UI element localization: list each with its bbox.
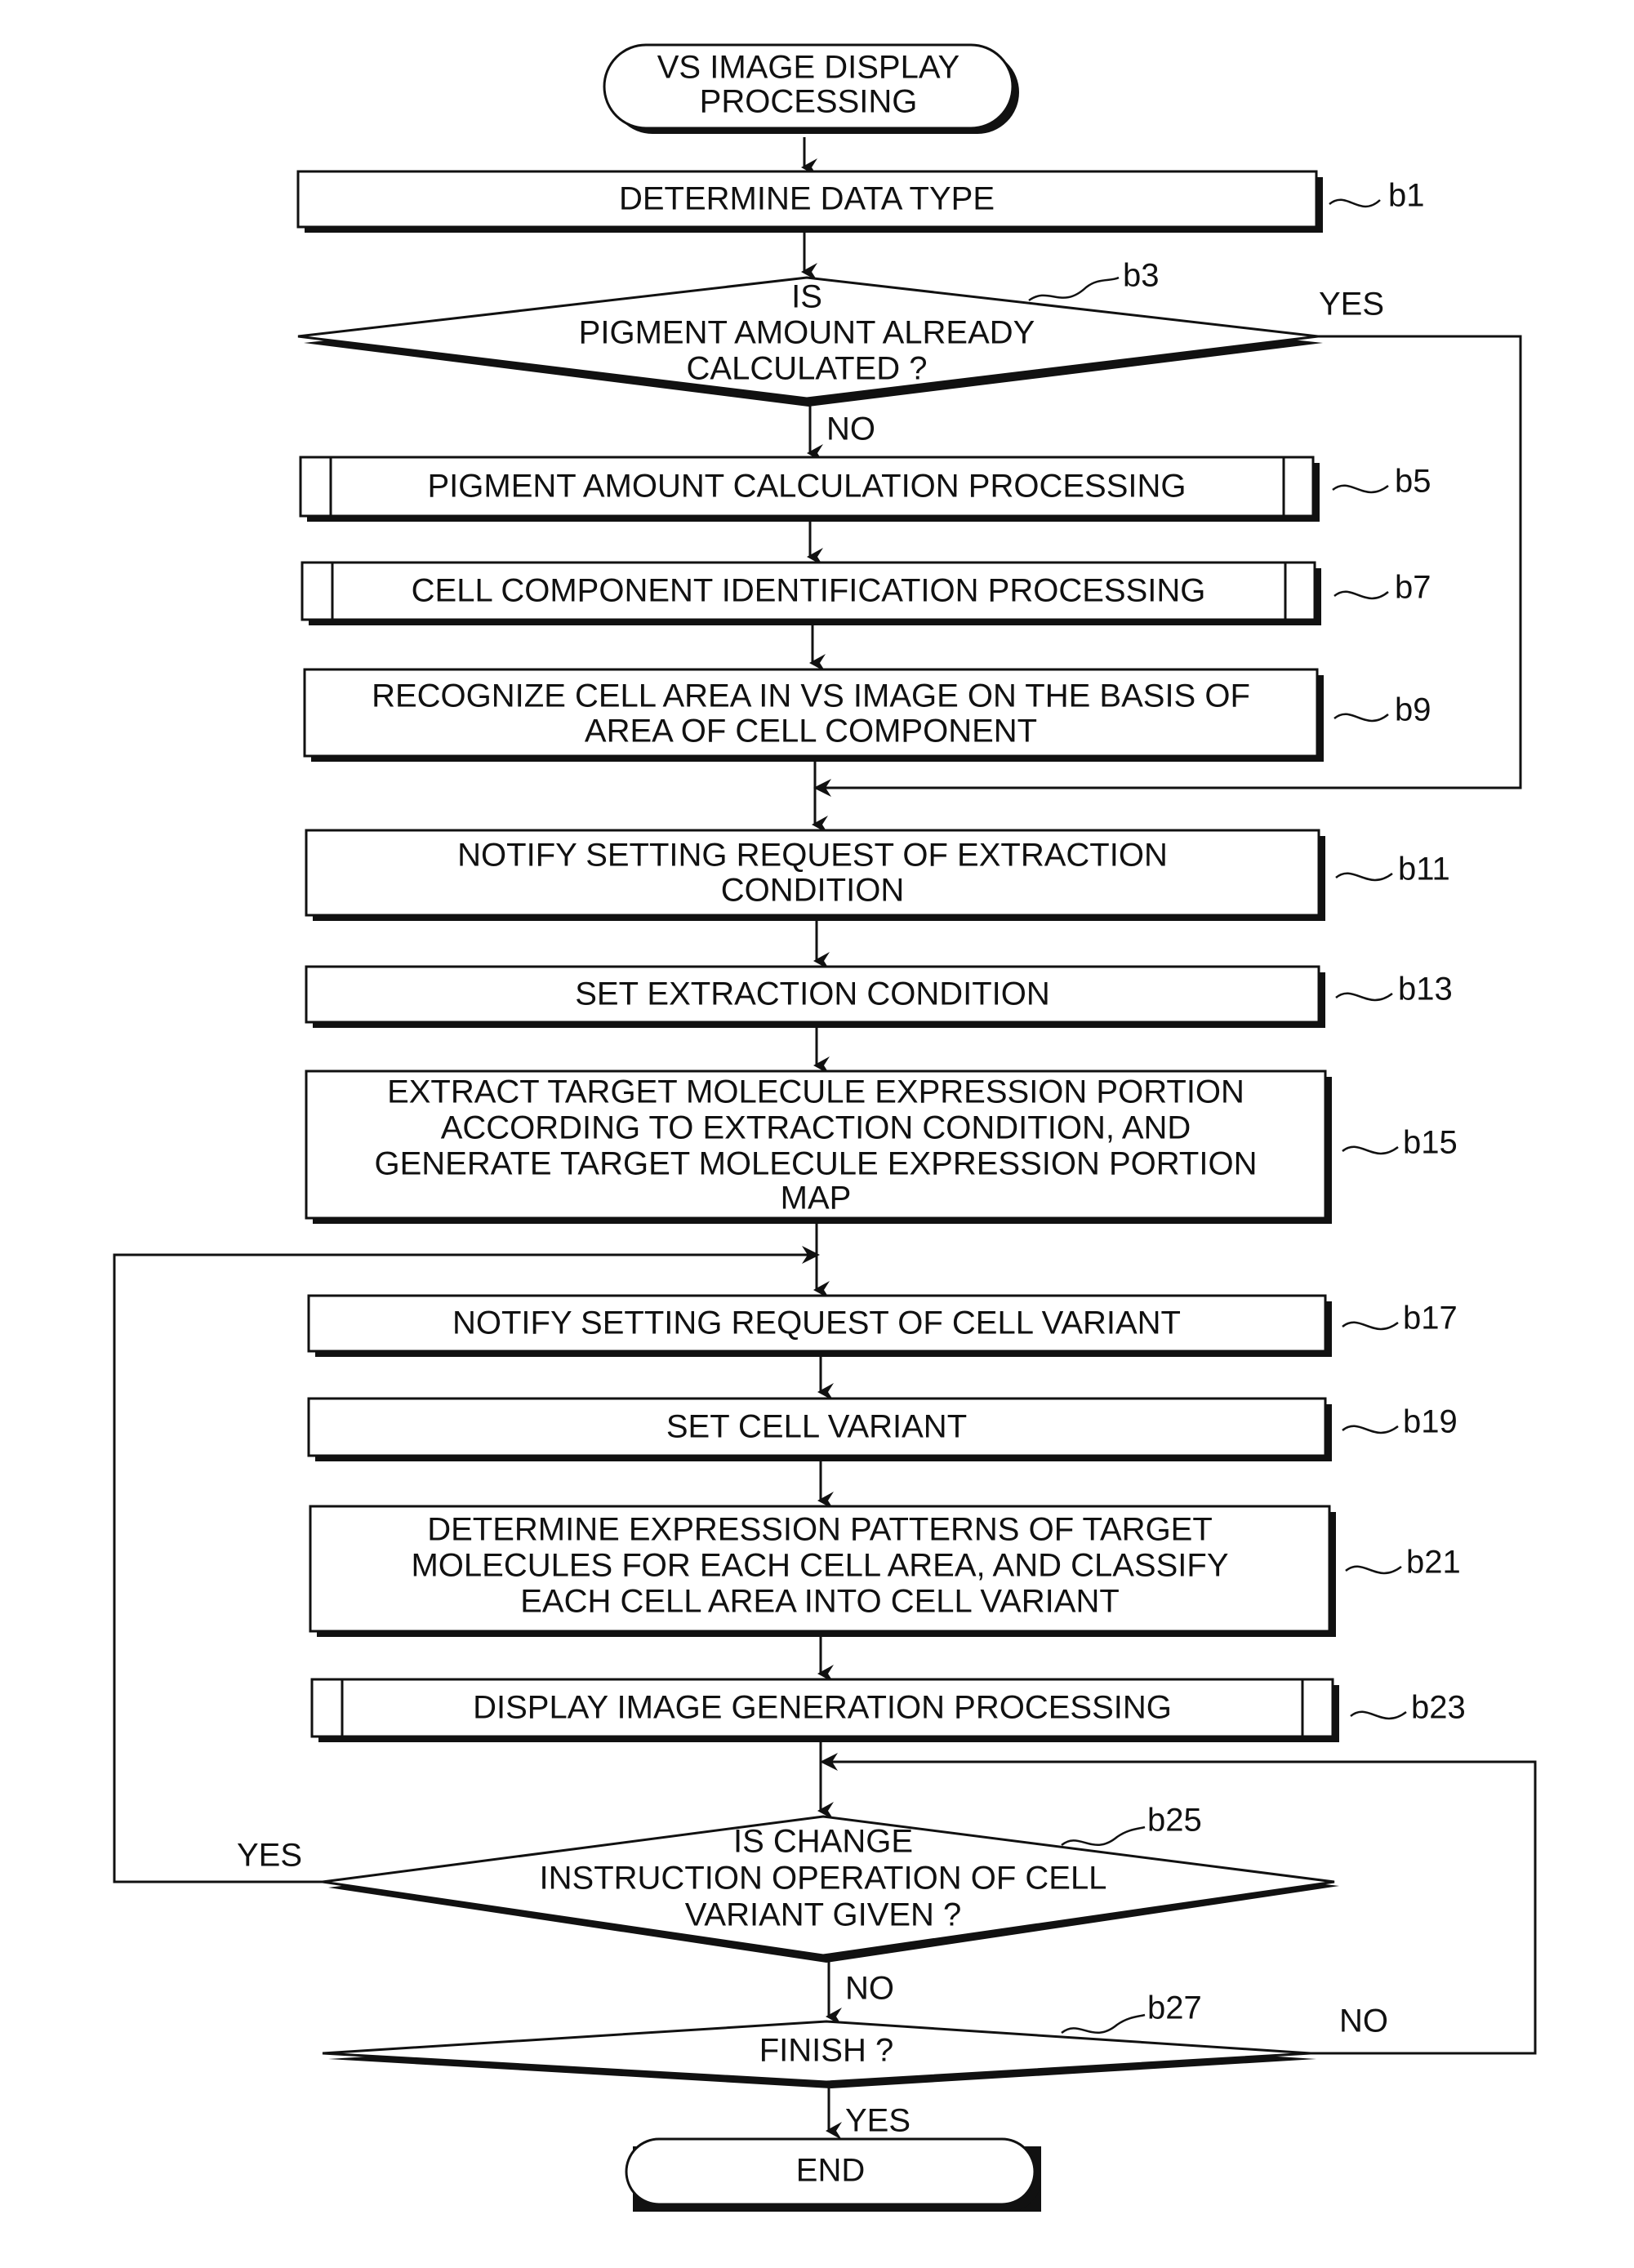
b9-ref: b9: [1395, 692, 1431, 728]
b13-line-1: SET EXTRACTION CONDITION: [575, 976, 1050, 1012]
b27-leader: [1062, 2015, 1145, 2033]
b11-line-2: CONDITION: [721, 873, 904, 909]
b15-line-2: ACCORDING TO EXTRACTION CONDITION, AND: [441, 1110, 1191, 1146]
b25-line-1: IS CHANGE: [733, 1824, 913, 1860]
b5-line-1: PIGMENT AMOUNT CALCULATION PROCESSING: [427, 469, 1186, 505]
b15-ref: b15: [1403, 1125, 1458, 1161]
b3-no-label: NO: [826, 411, 875, 447]
process-b9: RECOGNIZE CELL AREA IN VS IMAGE ON THE B…: [305, 669, 1431, 762]
process-b5: PIGMENT AMOUNT CALCULATION PROCESSING b5: [301, 457, 1431, 522]
b15-line-3: GENERATE TARGET MOLECULE EXPRESSION PORT…: [375, 1146, 1258, 1182]
start-terminal: VS IMAGE DISPLAY PROCESSING: [604, 45, 1019, 134]
process-b21: DETERMINE EXPRESSION PATTERNS OF TARGET …: [310, 1506, 1461, 1637]
b25-line-2: INSTRUCTION OPERATION OF CELL: [540, 1861, 1107, 1897]
b3-line-3: CALCULATED ?: [687, 351, 928, 387]
b25-no-label: NO: [845, 1971, 894, 2007]
start-line-2: PROCESSING: [700, 84, 918, 120]
b19-leader: [1342, 1426, 1398, 1433]
b25-yes-label: YES: [237, 1838, 302, 1874]
decision-b25: IS CHANGE INSTRUCTION OPERATION OF CELL …: [237, 1803, 1339, 2007]
b17-ref: b17: [1403, 1301, 1458, 1336]
b9-line-1: RECOGNIZE CELL AREA IN VS IMAGE ON THE B…: [372, 678, 1250, 714]
b13-ref: b13: [1398, 972, 1453, 1007]
b7-line-1: CELL COMPONENT IDENTIFICATION PROCESSING: [412, 573, 1206, 609]
start-line-1: VS IMAGE DISPLAY: [657, 50, 960, 86]
b27-ref: b27: [1147, 1990, 1202, 2026]
process-b23: DISPLAY IMAGE GENERATION PROCESSING b23: [312, 1679, 1466, 1742]
b1-line-1: DETERMINE DATA TYPE: [619, 181, 995, 217]
process-b13: SET EXTRACTION CONDITION b13: [306, 967, 1453, 1028]
b19-ref: b19: [1403, 1404, 1458, 1440]
b5-leader: [1333, 486, 1388, 492]
b13-leader: [1336, 994, 1392, 1000]
b21-leader: [1346, 1567, 1401, 1573]
b3-yes-label: YES: [1319, 287, 1384, 322]
b21-line-2: MOLECULES FOR EACH CELL AREA, AND CLASSI…: [411, 1548, 1228, 1584]
b5-ref: b5: [1395, 464, 1431, 500]
b25-line-3: VARIANT GIVEN ?: [685, 1897, 962, 1933]
process-b1: DETERMINE DATA TYPE b1: [298, 171, 1425, 233]
b25-leader: [1062, 1827, 1145, 1845]
process-b19: SET CELL VARIANT b19: [309, 1399, 1458, 1461]
b11-leader: [1336, 874, 1392, 880]
end-terminal: END: [626, 2139, 1041, 2212]
b23-line-1: DISPLAY IMAGE GENERATION PROCESSING: [473, 1690, 1172, 1726]
b15-leader: [1342, 1147, 1398, 1154]
b17-leader: [1342, 1323, 1398, 1329]
b25-ref: b25: [1147, 1803, 1202, 1839]
b21-line-3: EACH CELL AREA INTO CELL VARIANT: [520, 1584, 1120, 1620]
decision-b3: IS PIGMENT AMOUNT ALREADY CALCULATED ? b…: [298, 258, 1384, 447]
b7-leader: [1334, 592, 1388, 598]
b11-line-1: NOTIFY SETTING REQUEST OF EXTRACTION: [457, 838, 1168, 874]
b7-ref: b7: [1395, 570, 1431, 606]
b27-line-1: FINISH ?: [759, 2033, 893, 2069]
b3-leader: [1029, 278, 1119, 300]
b23-ref: b23: [1411, 1690, 1466, 1726]
b27-yes-label: YES: [845, 2103, 910, 2139]
b15-line-4: MAP: [781, 1181, 852, 1216]
process-b7: CELL COMPONENT IDENTIFICATION PROCESSING…: [302, 563, 1431, 625]
b19-line-1: SET CELL VARIANT: [666, 1409, 967, 1445]
b21-ref: b21: [1406, 1545, 1461, 1581]
b3-line-1: IS: [791, 279, 822, 315]
b21-line-1: DETERMINE EXPRESSION PATTERNS OF TARGET: [427, 1512, 1213, 1548]
end-line-1: END: [796, 2153, 865, 2189]
b17-line-1: NOTIFY SETTING REQUEST OF CELL VARIANT: [452, 1305, 1181, 1341]
process-b11: NOTIFY SETTING REQUEST OF EXTRACTION CON…: [306, 830, 1450, 921]
b27-no-label: NO: [1339, 2003, 1388, 2039]
process-b15: EXTRACT TARGET MOLECULE EXPRESSION PORTI…: [306, 1071, 1458, 1224]
b9-leader: [1334, 714, 1388, 721]
b15-line-1: EXTRACT TARGET MOLECULE EXPRESSION PORTI…: [387, 1074, 1244, 1110]
b23-leader: [1351, 1712, 1406, 1719]
b1-ref: b1: [1388, 178, 1425, 214]
b9-line-2: AREA OF CELL COMPONENT: [585, 714, 1037, 749]
b3-ref: b3: [1123, 258, 1160, 294]
b11-ref: b11: [1398, 852, 1450, 887]
b3-line-2: PIGMENT AMOUNT ALREADY: [579, 315, 1035, 351]
b1-leader: [1329, 200, 1380, 207]
decision-b27: FINISH ? b27 NO YES: [323, 1990, 1388, 2139]
process-b17: NOTIFY SETTING REQUEST OF CELL VARIANT b…: [309, 1296, 1458, 1357]
